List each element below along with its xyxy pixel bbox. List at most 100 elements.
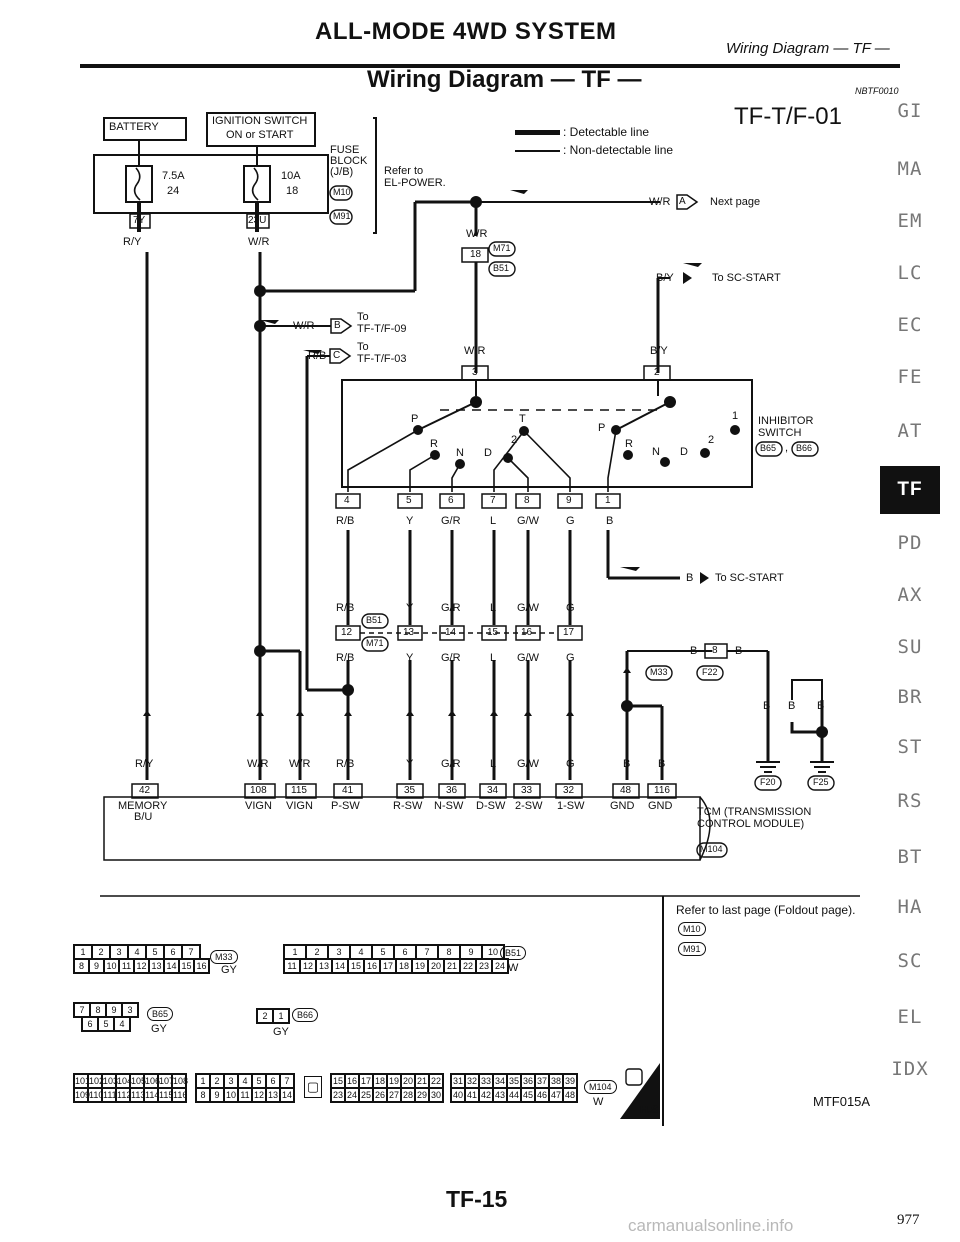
index-tab-ha[interactable]: HA [897, 896, 923, 918]
b51-pin: 8 [438, 945, 460, 959]
tcm-term-42: 42 [139, 785, 151, 796]
m104-pin: 31 [451, 1074, 465, 1088]
m104-pin: 32 [465, 1074, 479, 1088]
terminal-7y: 7Y [133, 215, 146, 226]
to-sc-start-1[interactable]: To SC-START [712, 272, 781, 284]
battery-box [103, 117, 187, 141]
b51-pin: 21 [444, 959, 460, 973]
index-tab-bt[interactable]: BT [897, 846, 923, 868]
pos-right-1: 1 [732, 410, 739, 422]
index-tab-el[interactable]: EL [897, 1006, 923, 1028]
index-tab-sc[interactable]: SC [897, 950, 923, 972]
index-tab-rs[interactable]: RS [897, 790, 923, 812]
tcm-func-psw: P-SW [331, 800, 360, 812]
tcm-wire-wr-2: W/R [289, 758, 311, 770]
m104-pin: 36 [521, 1074, 535, 1088]
harness-side-label: H.S. [640, 1104, 660, 1116]
m104-pin: 7 [280, 1074, 294, 1088]
b51-pin: 22 [460, 959, 476, 973]
connector-m91: M91 [333, 211, 351, 221]
m33-pin: 14 [164, 959, 179, 973]
foldout-note: Refer to last page (Foldout page). [676, 903, 856, 917]
tcm-name-line-1: TCM (TRANSMISSION [697, 806, 812, 818]
connector-m71-mid: M71 [366, 638, 384, 648]
inhibitor-switch-box [341, 379, 753, 488]
ground-f25: F25 [813, 777, 829, 787]
index-tab-em[interactable]: EM [897, 210, 923, 232]
inh-wire-l: L [490, 515, 497, 527]
pos-right-2: 2 [708, 434, 715, 446]
index-tab-st[interactable]: ST [897, 736, 923, 758]
index-tab-lc[interactable]: LC [897, 262, 923, 284]
index-tab-fe[interactable]: FE [897, 366, 923, 388]
foldout-conn-m10: M10 [678, 922, 706, 936]
m104-pin: 28 [401, 1088, 415, 1102]
mid-term-17: 17 [563, 627, 575, 638]
connector-b51-color: W [508, 962, 519, 974]
diagram-code: TF-T/F-01 [734, 103, 842, 130]
to-sc-start-2[interactable]: To SC-START [715, 572, 784, 584]
next-page-text[interactable]: Next page [710, 196, 761, 208]
m104-pin: 114 [144, 1088, 160, 1102]
m104-pin: 112 [116, 1088, 132, 1102]
m33-pin: 6 [164, 945, 182, 959]
index-tab-gi[interactable]: GI [897, 100, 923, 122]
m104-pin: 17 [359, 1074, 373, 1088]
wire-wr-mid: W/R [466, 228, 488, 240]
tcm-func-1sw: 1-SW [557, 800, 585, 812]
mid-term-12: 12 [341, 627, 353, 638]
index-tab-tf[interactable]: TF [880, 466, 940, 514]
m104-pin: 104 [116, 1074, 133, 1088]
m104-pin: 4 [238, 1074, 252, 1088]
m104-pin: 27 [387, 1088, 401, 1102]
pos-left-2: 2 [511, 434, 518, 446]
terminal-18: 18 [470, 249, 482, 260]
connector-b51-id: B51 [500, 946, 527, 960]
to-tf03-link[interactable]: To TF-T/F-03 [357, 341, 407, 365]
inhibitor-switch-label: INHIBITOR SWITCH [758, 415, 813, 439]
m104-pin: 29 [415, 1088, 429, 1102]
m104-pin: 3 [224, 1074, 238, 1088]
pos-right-r: R [625, 438, 633, 450]
ground-f20: F20 [760, 777, 776, 787]
m104-pin: 8 [196, 1088, 210, 1102]
mid-wire-top-rb: R/B [336, 602, 355, 614]
inh-wire-gr: G/R [441, 515, 461, 527]
m33-pin: 1 [74, 945, 92, 959]
connector-m10: M10 [333, 187, 351, 197]
m104-pin: 37 [535, 1074, 549, 1088]
running-head: Wiring Diagram — TF — [726, 40, 890, 57]
m104-pin: 48 [563, 1088, 577, 1102]
diagram-title: Wiring Diagram — TF — [367, 66, 642, 93]
b51-pin: 15 [348, 959, 364, 973]
ground-b-label-3: B [817, 700, 825, 712]
index-tab-ma[interactable]: MA [897, 158, 923, 180]
inhibitor-line-1: INHIBITOR [758, 415, 814, 427]
to-tf09-link[interactable]: To TF-T/F-09 [357, 311, 407, 335]
b66-pin: 1 [273, 1009, 289, 1023]
connector-separator: , [785, 442, 789, 454]
fuse-7-5a-number: 24 [167, 185, 180, 197]
pos-right-d: D [680, 446, 688, 458]
index-tab-at[interactable]: AT [897, 420, 923, 442]
m104-pin: 12 [252, 1088, 266, 1102]
m104-pin: 6 [266, 1074, 280, 1088]
index-tab-pd[interactable]: PD [897, 532, 923, 554]
mid-wire-bot-rb: R/B [336, 652, 355, 664]
tcm-wire-g: G [566, 758, 575, 770]
m104-pin: 110 [88, 1088, 104, 1102]
index-tab-ax[interactable]: AX [897, 584, 923, 606]
index-tab-su[interactable]: SU [897, 636, 923, 658]
tcm-func-memory: MEMORY [118, 800, 168, 812]
index-tab-idx[interactable]: IDX [891, 1058, 929, 1080]
index-tab-ec[interactable]: EC [897, 314, 923, 336]
index-tab-br[interactable]: BR [897, 686, 923, 708]
inh-term-4: 4 [344, 495, 350, 506]
inhibitor-line-2: SWITCH [758, 427, 802, 439]
m104-lock-icon: ▢ [304, 1076, 322, 1098]
m104-pin: 40 [451, 1088, 465, 1102]
